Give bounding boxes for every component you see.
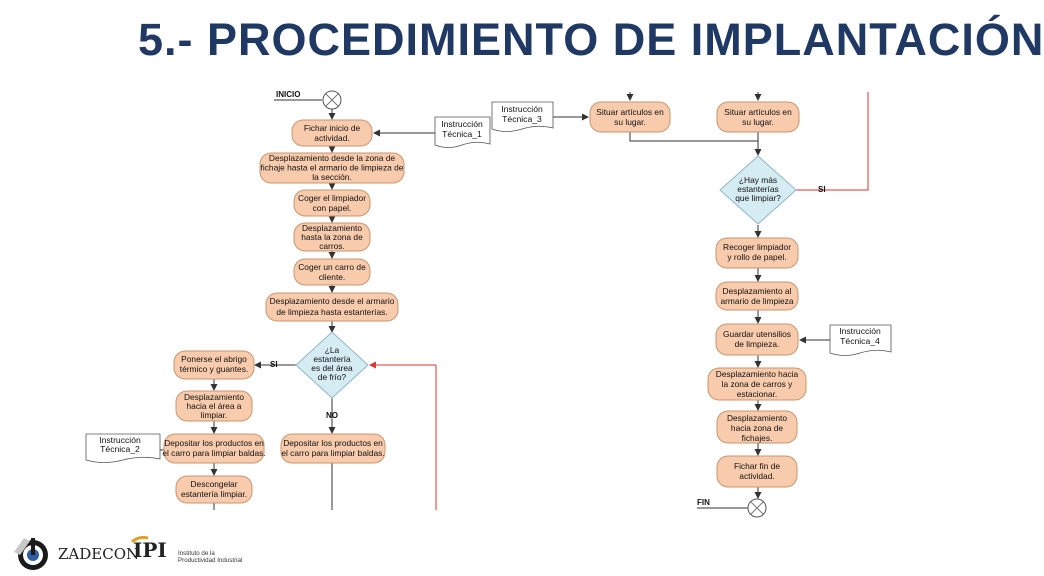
- ipi-logo-subtitle: Instituto de la Productividad Industrial: [178, 550, 243, 564]
- zadecon-logo-text: ZADECON: [58, 545, 140, 563]
- end-terminator: [747, 498, 767, 518]
- label-si-frio: SI: [270, 360, 278, 369]
- connectors: [160, 92, 869, 510]
- label-inicio: INICIO: [276, 90, 300, 99]
- page-title: 5.- PROCEDIMIENTO DE IMPLANTACIÓN: [138, 14, 1044, 65]
- start-terminator: [322, 90, 342, 110]
- label-fin: FIN: [697, 498, 710, 507]
- label-si-mas: SI: [818, 185, 826, 194]
- ipi-logo-text: IPI: [133, 538, 167, 562]
- ipi-logo-icon: [130, 536, 149, 544]
- zadecon-logo-icon: [14, 538, 48, 570]
- label-no-frio: NO: [326, 411, 338, 420]
